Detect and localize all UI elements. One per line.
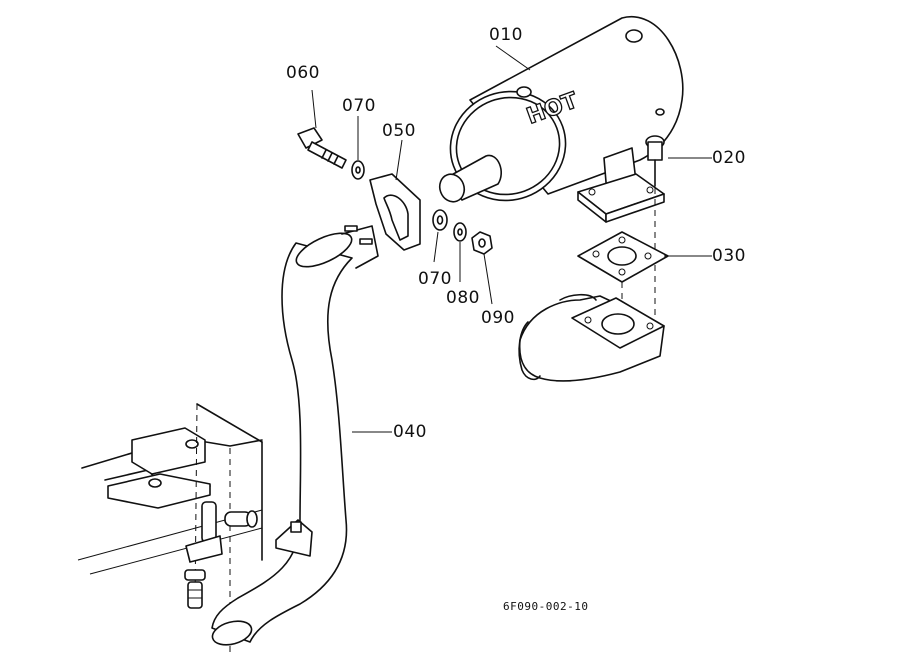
fitting-assembly <box>184 501 258 609</box>
callout-030: 030 <box>712 246 746 266</box>
engine-frame <box>77 403 263 655</box>
drawing-code: 6F090-002-10 <box>503 600 589 613</box>
exhaust-pipe <box>211 225 379 646</box>
leader-lines <box>311 45 712 433</box>
callout-040: 040 <box>393 422 427 442</box>
callout-090: 090 <box>481 308 515 328</box>
bolt-060 <box>297 127 347 169</box>
callout-080: 080 <box>446 288 480 308</box>
washer-070-top-hole <box>355 166 361 174</box>
callout-070-top: 070 <box>342 96 376 116</box>
callout-010: 010 <box>489 25 523 45</box>
bolt-020 <box>645 135 665 320</box>
clamp-050 <box>369 173 421 251</box>
callout-070-lower: 070 <box>418 269 452 289</box>
exhaust-manifold <box>518 293 665 382</box>
muffler-flange <box>577 173 665 223</box>
callout-050: 050 <box>382 121 416 141</box>
callout-020: 020 <box>712 148 746 168</box>
callout-060: 060 <box>286 63 320 83</box>
